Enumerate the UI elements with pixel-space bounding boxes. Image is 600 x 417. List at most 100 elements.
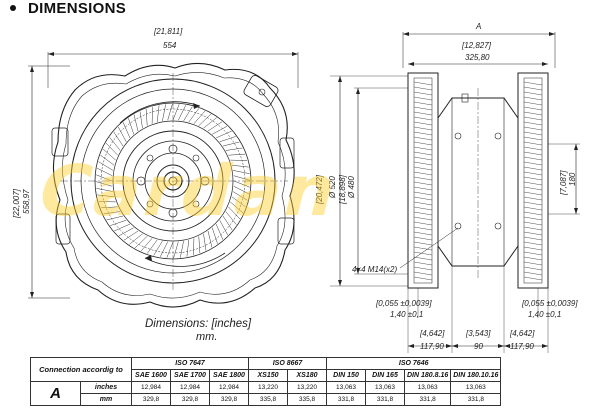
disc-ridge — [413, 86, 433, 91]
value-inches: 13,063 — [403, 381, 452, 394]
side-center-inches: [3,543] — [465, 329, 491, 338]
ventilation-rib — [211, 227, 218, 244]
front-caption-unit: mm. — [196, 331, 217, 343]
disc-ridge — [523, 216, 543, 221]
disc-ridge — [523, 271, 543, 276]
disc-ridge — [523, 131, 543, 136]
column-header: DIN 150 — [326, 369, 366, 382]
ventilation-rib — [183, 106, 193, 122]
ventilation-rib — [180, 241, 184, 258]
side-left-pad-inches: [4,642] — [419, 329, 445, 338]
disc-ridge — [413, 166, 433, 171]
ventilation-rib — [100, 206, 118, 209]
side-width-inches: [12,827] — [461, 41, 492, 50]
disc-ridge — [413, 206, 433, 211]
ventilation-rib — [215, 130, 232, 139]
ventilation-rib — [117, 126, 127, 142]
value-inches: 12,984 — [209, 381, 249, 394]
ventilation-rib — [153, 240, 163, 256]
disc-ridge — [523, 186, 543, 191]
disc-ridge — [413, 81, 433, 86]
disc-ridge — [413, 171, 433, 176]
ventilation-rib — [113, 131, 124, 147]
ventilation-rib — [118, 227, 134, 237]
ventilation-rib — [228, 206, 241, 220]
column-header: SAE 1800 — [209, 369, 249, 382]
value-inches: 12,984 — [131, 381, 171, 394]
ventilation-rib — [105, 142, 118, 156]
value-mm: 335,8 — [287, 393, 327, 406]
side-center-mm: 90 — [474, 342, 483, 351]
disc-ridge — [413, 181, 433, 186]
ventilation-rib — [193, 110, 206, 124]
ventilation-rib — [225, 147, 243, 151]
ventilation-rib — [231, 164, 249, 168]
ventilation-rib — [225, 211, 237, 225]
a-label: A — [30, 381, 81, 406]
value-mm: 329,8 — [209, 393, 249, 406]
disc-ridge — [523, 136, 543, 141]
disc-ridge — [413, 196, 433, 201]
disc-ridge — [523, 106, 543, 111]
disc-ridge — [523, 181, 543, 186]
ventilation-rib — [228, 153, 246, 156]
side-label-a: A — [475, 22, 481, 31]
disc-ridge — [413, 156, 433, 161]
disc-ridge — [413, 226, 433, 231]
disc-ridge — [523, 246, 543, 251]
ventilation-rib — [215, 223, 224, 240]
ventilation-rib — [188, 108, 200, 123]
disc-ridge — [413, 271, 433, 276]
value-mm: 335,8 — [248, 393, 288, 406]
disc-ridge — [413, 221, 433, 226]
ventilation-rib — [128, 118, 135, 135]
disc-ridge — [413, 201, 433, 206]
front-left-dim-mm: 558,97 — [22, 189, 31, 214]
front-caption: Dimensions: [inches] — [145, 318, 252, 330]
side-right-dim-inches: [7,087] — [559, 170, 568, 196]
front-top-dim-mm: 554 — [163, 41, 177, 50]
column-header: XS150 — [248, 369, 288, 382]
side-right-gap-inches: [0,055 ±0,0039] — [521, 299, 578, 308]
ventilation-rib — [207, 230, 213, 248]
disc-ridge — [413, 106, 433, 111]
ventilation-rib — [203, 233, 207, 251]
ventilation-rib — [186, 239, 190, 257]
disc-ridge — [413, 126, 433, 131]
ventilation-rib — [233, 170, 250, 174]
ventilation-rib — [96, 167, 113, 176]
front-left-dim-inches: [22,007] — [12, 188, 21, 219]
side-right-dim-mm: 180 — [568, 172, 577, 186]
column-header: XS180 — [287, 369, 327, 382]
disc-ridge — [523, 156, 543, 161]
value-inches: 13,063 — [326, 381, 366, 394]
disc-ridge — [523, 211, 543, 216]
ventilation-rib — [110, 219, 127, 226]
standard-header: ISO 8667 — [248, 357, 327, 370]
value-inches: 13,220 — [248, 381, 288, 394]
side-view — [330, 32, 580, 353]
ventilation-rib — [232, 191, 248, 201]
side-right-gap-mm: 1,40 ±0,1 — [528, 310, 561, 319]
disc-ridge — [413, 276, 433, 281]
ventilation-rib — [96, 188, 113, 192]
side-right-pad-inches: [4,642] — [509, 329, 535, 338]
unit-mm: mm — [80, 393, 132, 406]
ventilation-rib — [114, 223, 131, 232]
disc-ridge — [413, 261, 433, 266]
ventilation-rib — [97, 194, 115, 198]
ventilation-rib — [167, 103, 173, 121]
value-mm: 331,8 — [365, 393, 405, 406]
disc-ridge — [523, 166, 543, 171]
disc-ridge — [413, 161, 433, 166]
value-mm: 329,8 — [170, 393, 210, 406]
ventilation-rib — [173, 241, 179, 259]
value-inches: 13,063 — [450, 381, 502, 394]
value-mm: 329,8 — [131, 393, 171, 406]
ventilation-rib — [122, 122, 131, 139]
ventilation-rib — [102, 148, 116, 161]
bullet-icon — [10, 5, 16, 12]
disc-ridge — [523, 201, 543, 206]
side-left-pad-mm: 117,90 — [420, 342, 444, 351]
ventilation-rib — [103, 211, 121, 215]
